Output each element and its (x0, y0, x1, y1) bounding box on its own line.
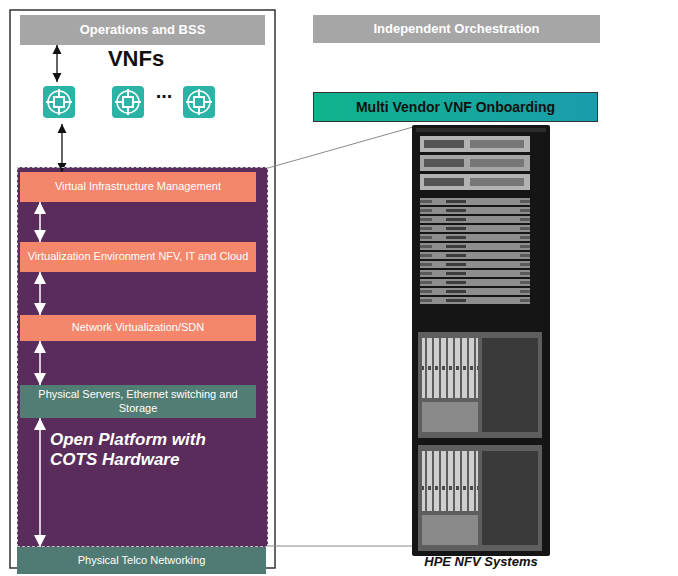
double-arrow (39, 341, 41, 385)
bar-text: Virtual Infrastructure Management (55, 180, 221, 193)
ellipsis-mark: ... (150, 80, 178, 102)
zoom-line (268, 127, 413, 168)
group-heading: VNFs (38, 48, 234, 70)
vnf-icon-core (123, 97, 133, 107)
vnf-icon-ground (112, 86, 144, 118)
rack-server-bay (424, 178, 464, 186)
rack-switch-units (420, 197, 530, 305)
hardware-bar: Physical Servers, Ethernet switching and… (20, 385, 256, 418)
rack-server-bay (470, 140, 524, 148)
double-arrow (56, 45, 57, 82)
bar-text: Independent Orchestration (373, 21, 539, 37)
rack-server (420, 155, 530, 171)
rack-server-bay (424, 140, 464, 148)
platform-ground (17, 167, 268, 547)
vnf-icon-ground (183, 86, 215, 118)
blade-slots (422, 451, 478, 511)
server-rack (412, 125, 550, 556)
enclosure-panel (482, 451, 538, 545)
layer-bar: Virtualization Environment NFV, IT and C… (20, 242, 256, 272)
vnf-icon-ground (43, 86, 75, 118)
vnf-icon (43, 86, 75, 118)
double-arrow (39, 202, 41, 242)
outer-frame (10, 10, 275, 568)
blade-enclosure (418, 445, 542, 551)
vnf-icon-cross (46, 89, 72, 115)
vnf-icon-core (54, 97, 64, 107)
bar-text: Operations and BSS (80, 22, 206, 38)
orchestration-bar: Independent Orchestration (313, 15, 600, 43)
double-arrow (39, 272, 41, 315)
blade-slots (422, 338, 478, 398)
blade-enclosure (418, 332, 542, 438)
rack-server-bay (470, 178, 524, 186)
vnf-icon (112, 86, 144, 118)
ops-bar: Operations and BSS (20, 15, 265, 45)
rack-server (420, 174, 530, 190)
onboarding-bar: Multi Vendor VNF Onboarding (313, 92, 598, 122)
zoom-line (268, 546, 413, 547)
double-arrow (39, 418, 41, 547)
rack-server-bay (424, 159, 464, 167)
rack-cap (416, 128, 546, 132)
bar-text: Multi Vendor VNF Onboarding (356, 99, 555, 116)
blade-slots-lower (422, 515, 478, 545)
layer-bar: Virtual Infrastructure Management (20, 172, 256, 202)
vnf-icon-core (194, 97, 204, 107)
double-arrow (61, 124, 62, 172)
platform-heading: Open Platform with COTS Hardware (50, 430, 250, 471)
bar-text: Virtualization Environment NFV, IT and C… (28, 250, 249, 263)
rack-server-bay (470, 159, 524, 167)
bar-text: Physical Telco Networking (78, 554, 206, 567)
platform-region: Open Platform with COTS Hardware Virtual … (17, 167, 268, 547)
vnf-icon-cross (115, 89, 141, 115)
enclosure-panel (482, 338, 538, 432)
bar-text: Network Virtualization/SDN (72, 321, 204, 334)
layer-bar: Network Virtualization/SDN (20, 315, 256, 341)
blade-slots-lower (422, 402, 478, 432)
bar-text: Physical Servers, Ethernet switching and… (26, 388, 250, 414)
rack-server (420, 136, 530, 152)
network-bar: Physical Telco Networking (17, 547, 266, 574)
vnf-group: VNFs (38, 82, 234, 124)
figure-caption: HPE NFV Systems (404, 555, 558, 569)
vnf-icon (183, 86, 215, 118)
vnf-icon-cross (186, 89, 212, 115)
rack-frame (412, 125, 550, 556)
